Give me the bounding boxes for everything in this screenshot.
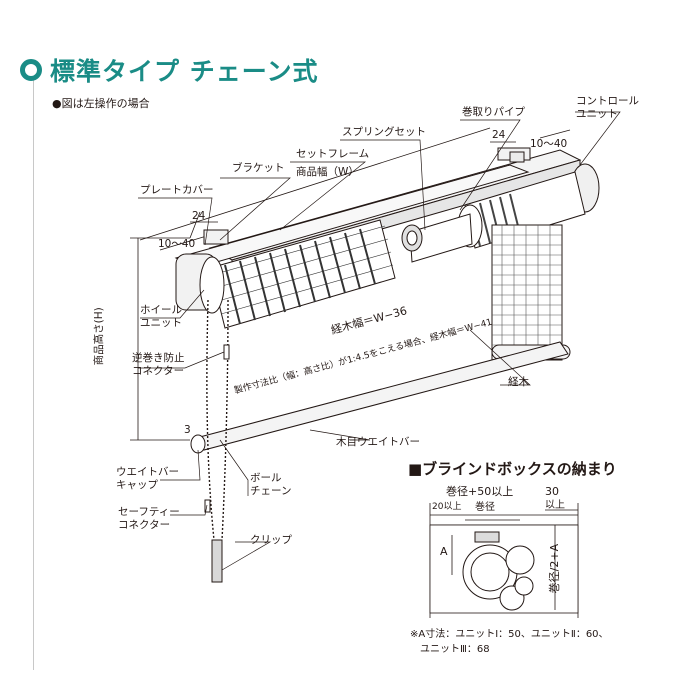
- spring-set-label: スプリングセット: [342, 126, 426, 138]
- box-dim-a: A: [440, 545, 448, 558]
- dim-10-40-left: 10～40: [158, 238, 196, 250]
- box-dim-20: 20以上: [432, 502, 462, 512]
- circle-bullet-icon: [20, 59, 42, 81]
- wood-weight-bar-label: 木目ウエイトバー: [336, 436, 420, 448]
- dim-10-40-right: 10～40: [530, 138, 568, 150]
- weight-bar-cap-label: ウエイトバー キャップ: [116, 466, 179, 491]
- dim-24-right: 24: [492, 129, 506, 141]
- reverse-stop-connector-label: 逆巻き防止 コネクター: [132, 352, 185, 377]
- box-section-title: ■ブラインドボックスの納まり: [408, 460, 617, 478]
- set-frame-label: セットフレーム: [296, 148, 370, 160]
- box-dim-top: 巻径+50以上: [446, 485, 514, 498]
- wheel-unit-label: ホイール ユニット: [140, 304, 182, 329]
- box-dim-30-over: 以上: [545, 500, 565, 511]
- dim-3-label: 3: [184, 424, 191, 436]
- box-dim-diameter: 巻径: [475, 502, 495, 513]
- control-unit-label: コントロール ユニット: [576, 95, 639, 120]
- title-text: 標準タイプ チェーン式: [50, 57, 319, 86]
- bracket-label: ブラケット: [232, 162, 285, 174]
- take-up-pipe-label: 巻取りパイプ: [462, 106, 525, 118]
- product-height-label: 商品高さ(H): [92, 307, 105, 366]
- clip-label: クリップ: [250, 534, 292, 546]
- box-dim-30: 30: [545, 485, 559, 498]
- page-title: 標準タイプ チェーン式: [20, 52, 318, 88]
- footnote-a-dimension: ※A寸法：ユニットⅠ：50、ユニットⅡ：60、 ユニットⅢ：68: [410, 629, 609, 655]
- safety-connector-label: セーフティー コネクター: [118, 506, 180, 531]
- side-rule: [33, 70, 34, 670]
- slat-label: 経木: [508, 376, 529, 388]
- left-operation-note: ●図は左操作の場合: [52, 97, 150, 110]
- dim-24-left: 24: [192, 210, 206, 222]
- plate-cover-label: プレートカバー: [140, 184, 214, 196]
- box-dim-right: 巻径/2+A: [548, 543, 562, 594]
- ball-chain-label: ボール チェーン: [250, 472, 292, 497]
- product-width-label: 商品幅（W）: [296, 166, 359, 178]
